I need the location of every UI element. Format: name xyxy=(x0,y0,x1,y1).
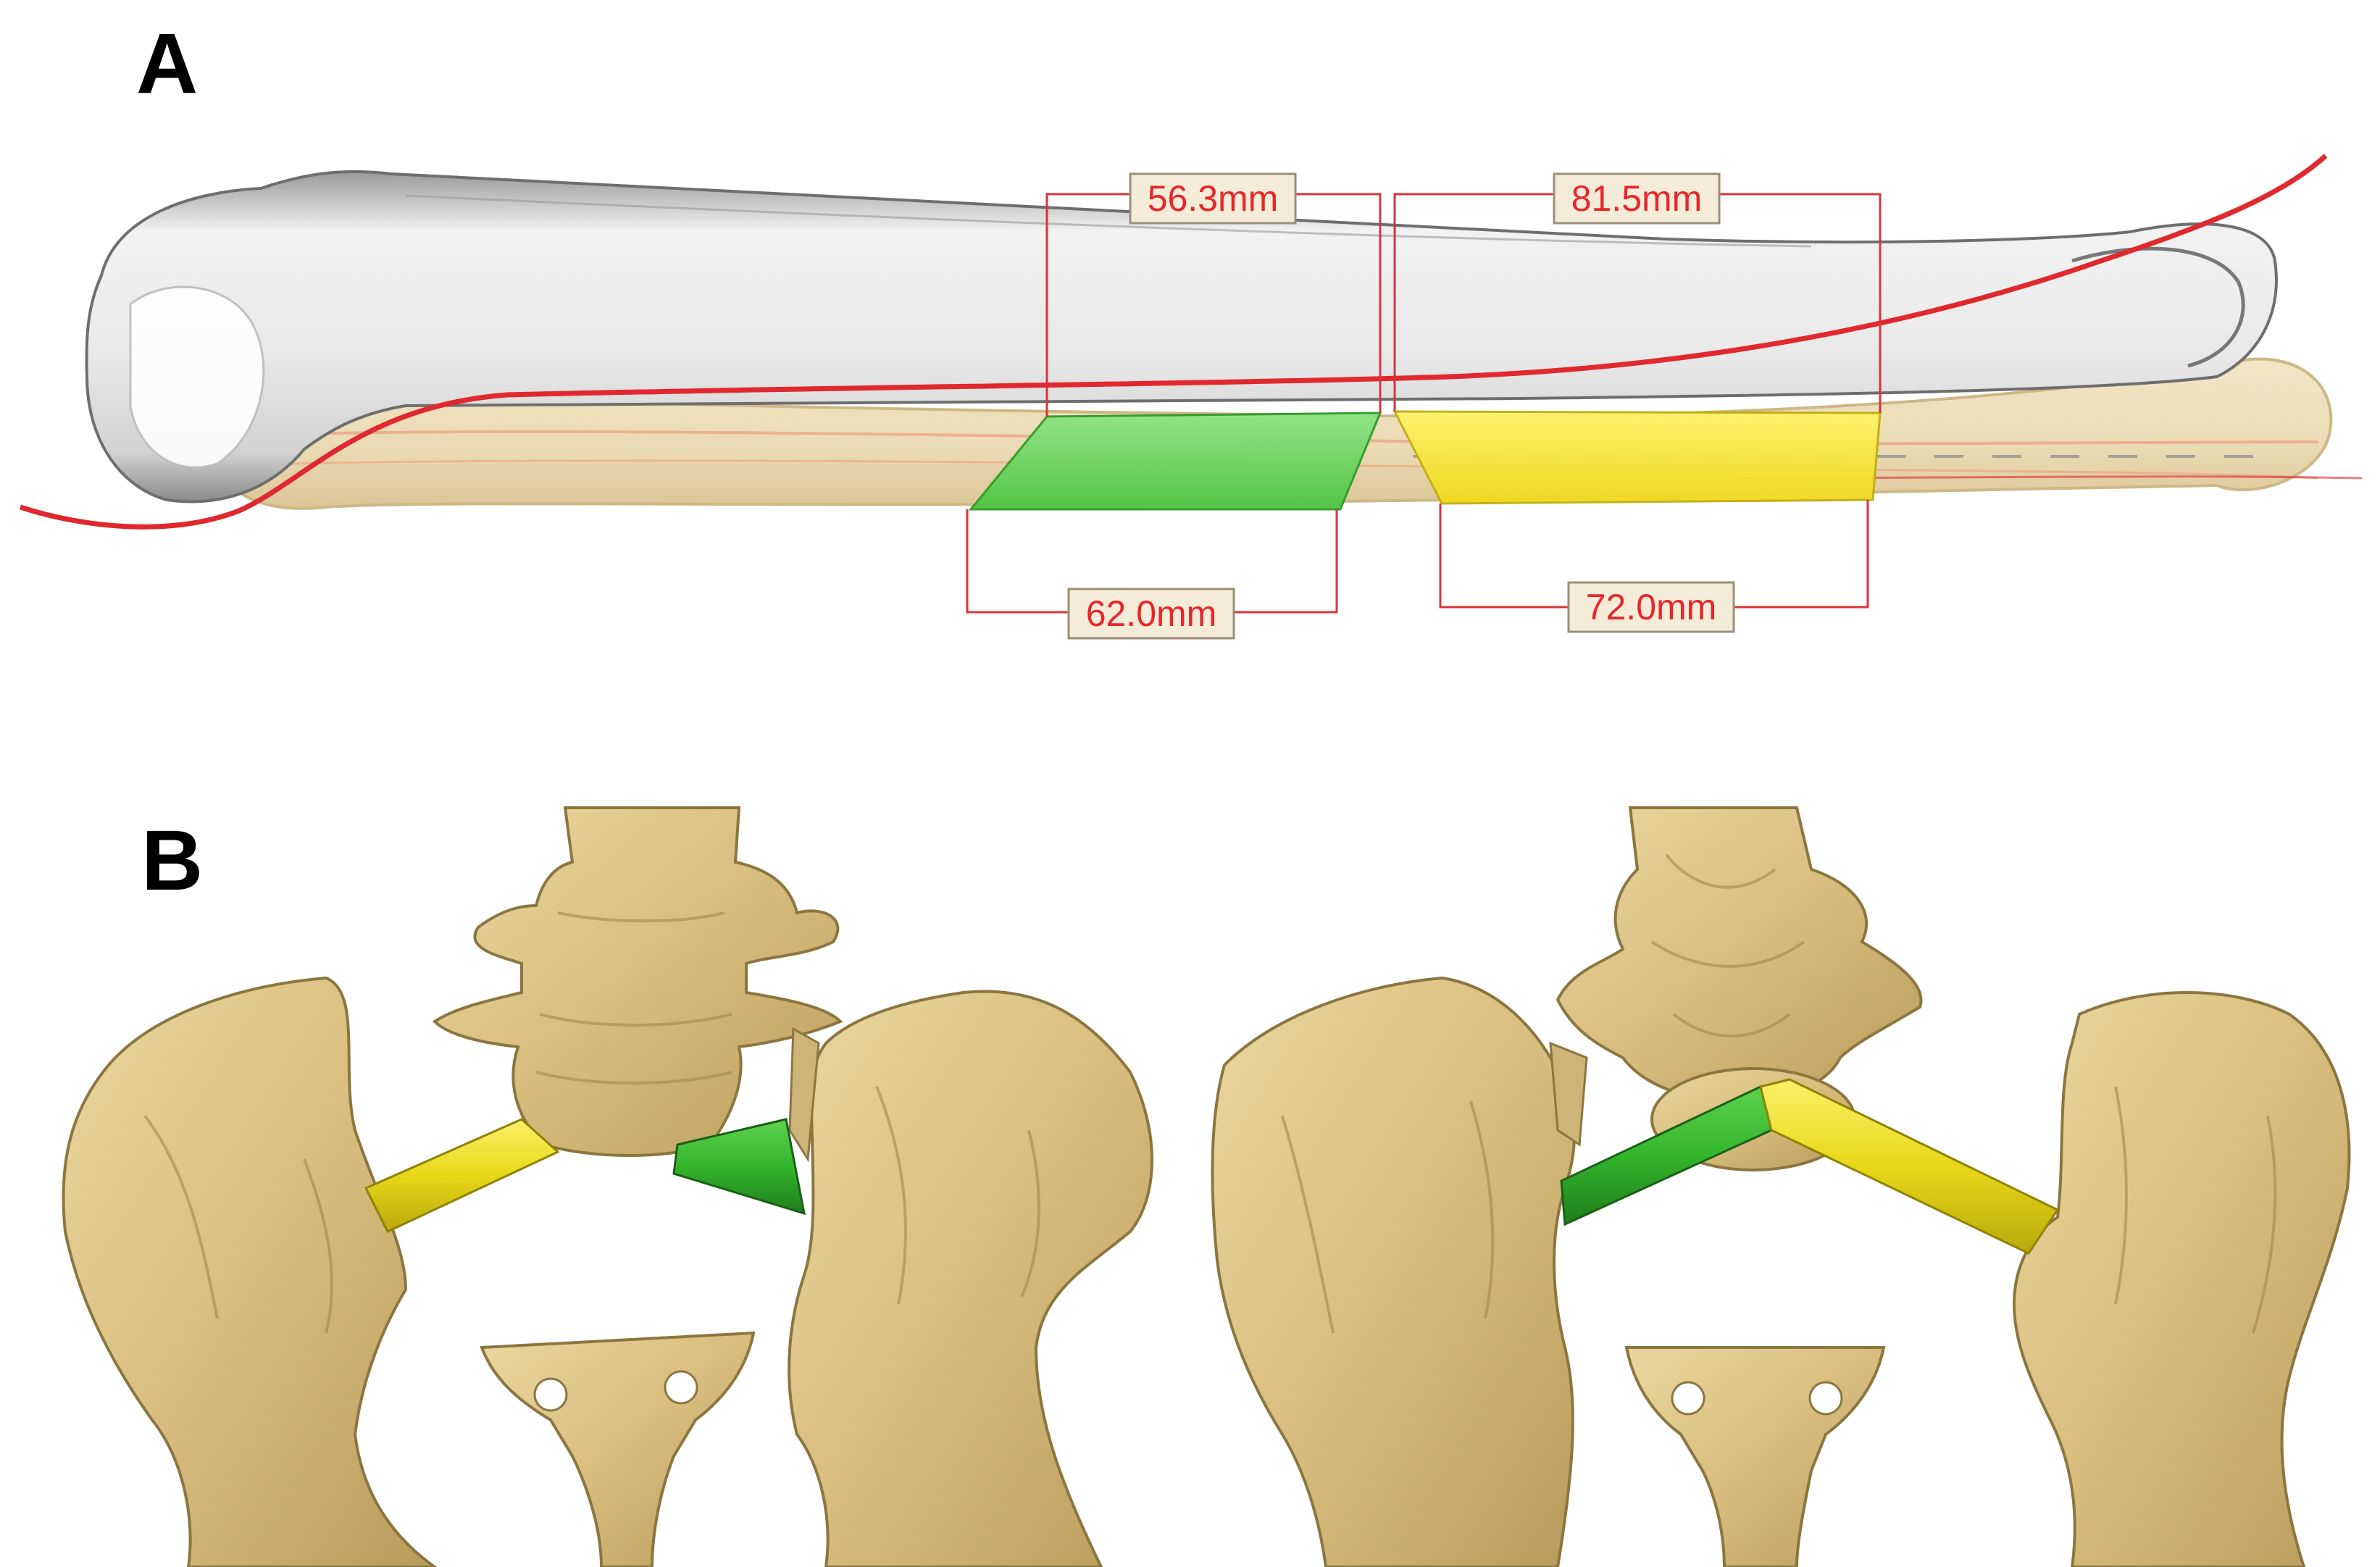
svg-text:62.0mm: 62.0mm xyxy=(1086,593,1217,634)
panel-a: A 56.3m xyxy=(19,16,2363,640)
graft-rod-yellow-left xyxy=(364,1118,560,1233)
measure-top-left: 56.3mm xyxy=(1129,172,1297,225)
svg-text:81.5mm: 81.5mm xyxy=(1571,178,1703,219)
measure-bottom-left: 62.0mm xyxy=(1067,588,1235,640)
panel-a-label: A xyxy=(136,16,198,112)
svg-text:56.3mm: 56.3mm xyxy=(1148,178,1279,219)
graft-rod-green-left xyxy=(672,1118,806,1216)
measure-top-right: 81.5mm xyxy=(1553,172,1721,225)
measure-bottom-right: 72.0mm xyxy=(1567,581,1735,633)
panel-b-label: B xyxy=(141,813,203,908)
vessel-curve xyxy=(19,154,2328,530)
graft-rod-yellow-right xyxy=(1759,1078,2060,1255)
femur-bone-icon xyxy=(85,170,2278,503)
graft-segment-green xyxy=(968,411,1382,511)
panel-b: B xyxy=(62,806,2351,1567)
svg-text:72.0mm: 72.0mm xyxy=(1586,587,1717,627)
pelvis-bone-icon xyxy=(62,806,1153,1567)
pelvis-bone-icon-posterior xyxy=(1211,806,2351,1567)
graft-segment-yellow xyxy=(1392,410,1882,505)
